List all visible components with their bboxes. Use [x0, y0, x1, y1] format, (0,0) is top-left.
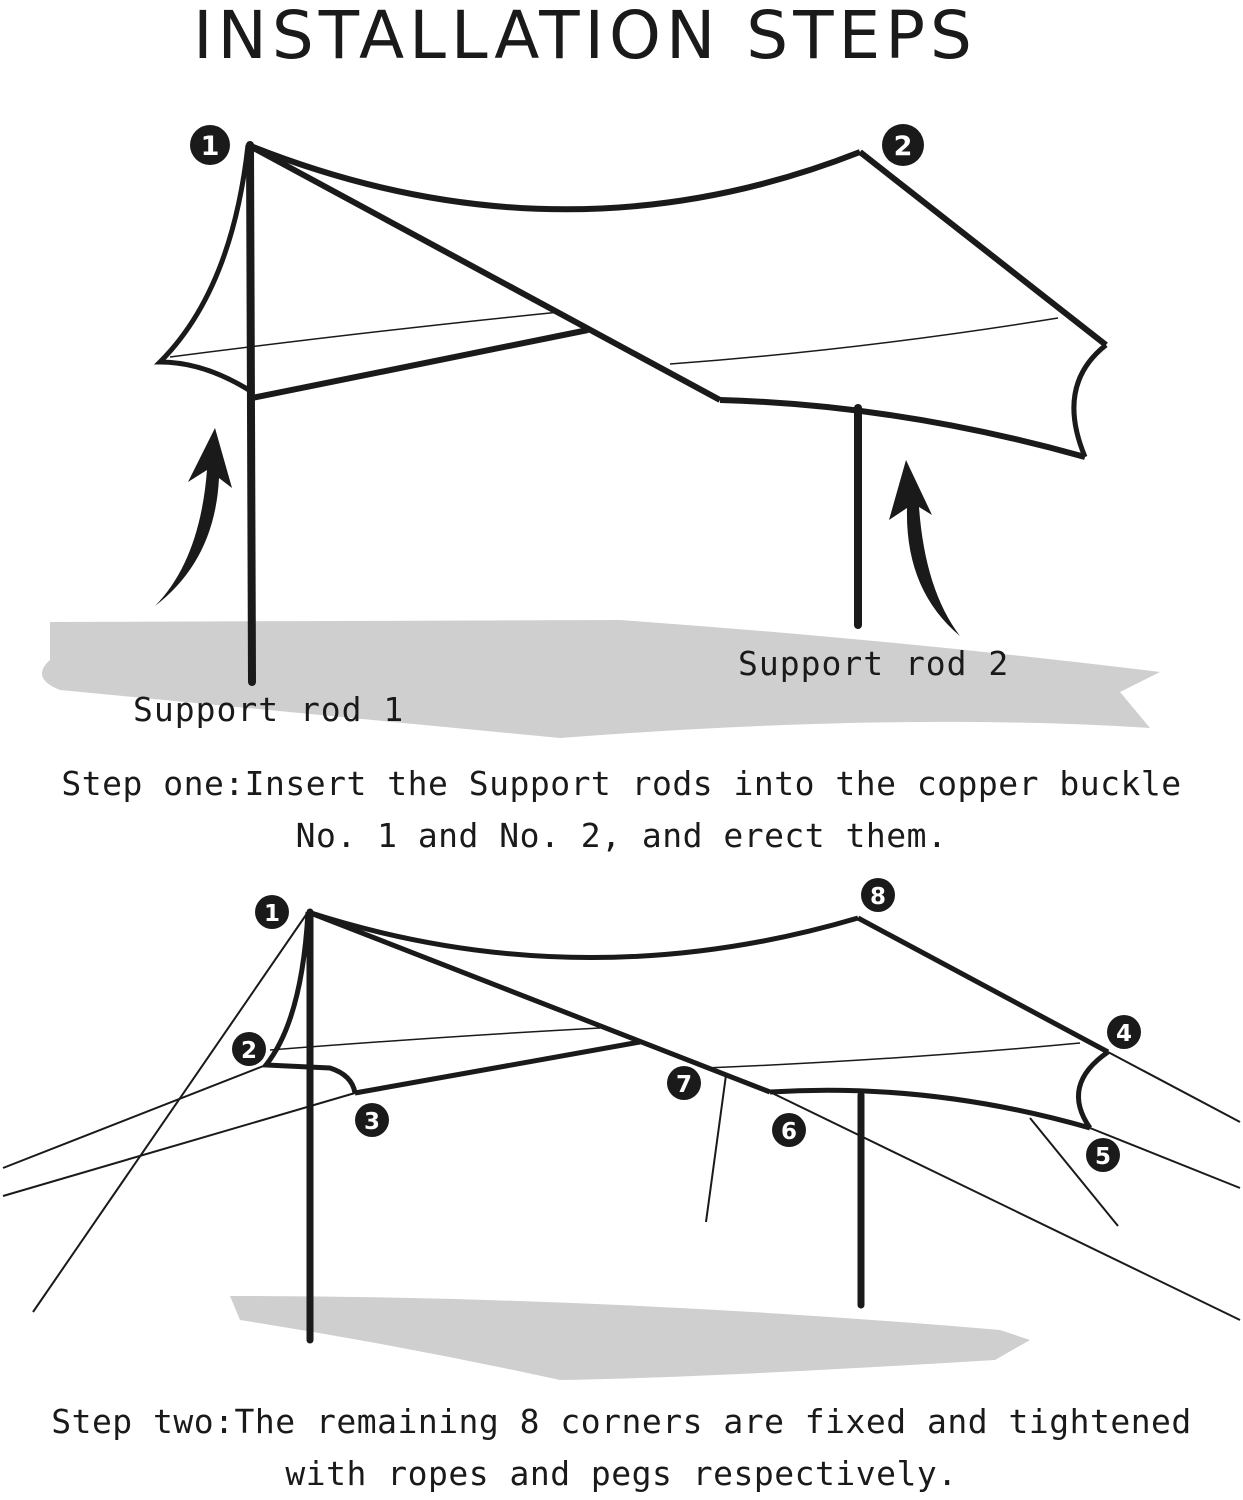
tarp-inner-line: [269, 1027, 601, 1051]
tarp-bottom-left: [354, 1039, 641, 1096]
tarp-top-edge: [246, 142, 862, 213]
step-one-diagram: 1 2: [42, 124, 1160, 738]
corner-badge-5: 5: [1086, 1138, 1120, 1172]
guy-rope: [769, 1091, 1241, 1321]
svg-text:6: 6: [781, 1119, 797, 1145]
step-two-caption-line1: Step two:The remaining 8 corners are fix…: [51, 1402, 1192, 1441]
tarp-left-wing: [153, 144, 254, 395]
guy-rope: [705, 1074, 727, 1223]
corner-badge-3: 3: [355, 1103, 389, 1137]
guy-rope: [2, 1092, 356, 1197]
corner-badge-2: 2: [232, 1032, 266, 1066]
tarp-right-edge: [858, 149, 1108, 348]
tarp-bottom-edge: [769, 1087, 1091, 1131]
svg-text:5: 5: [1095, 1144, 1111, 1170]
svg-text:1: 1: [201, 131, 220, 162]
tarp-right-wing: [1075, 1049, 1110, 1130]
tarp-inner-line: [704, 1042, 1081, 1069]
corner-badge-1: 1: [190, 125, 230, 165]
tarp-ridge-front: [307, 909, 771, 1095]
guy-rope: [32, 911, 309, 1313]
svg-text:3: 3: [364, 1109, 380, 1135]
tarp-right-wing: [1071, 343, 1108, 458]
tarp-inner-line: [169, 311, 561, 358]
svg-text:2: 2: [241, 1038, 257, 1064]
guy-rope: [1089, 1127, 1241, 1189]
svg-text:1: 1: [264, 901, 280, 927]
corner-badge-7: 7: [667, 1066, 701, 1100]
page-title: INSTALLATION STEPS: [193, 0, 977, 74]
step-one-caption-line1: Step one:Insert the Support rods into th…: [61, 764, 1182, 803]
corner-badge-4: 4: [1107, 1015, 1141, 1049]
tarp-right-edge: [856, 915, 1110, 1055]
svg-text:4: 4: [1116, 1021, 1132, 1047]
corner-badge-6: 6: [772, 1113, 806, 1147]
step-two-caption-line2: with ropes and pegs respectively.: [285, 1454, 958, 1493]
up-arrow-icon: [155, 428, 232, 606]
tarp-top-edge: [307, 909, 859, 960]
corner-badge-1: 1: [255, 895, 289, 929]
guy-rope: [1107, 1051, 1241, 1123]
ground-shadow: [42, 620, 1160, 738]
ground-shadow: [230, 1296, 1030, 1380]
tarp-ridge-front: [246, 142, 722, 403]
svg-text:8: 8: [870, 884, 886, 910]
corner-badge-8: 8: [861, 878, 895, 912]
support-rod-1: [246, 141, 256, 686]
tarp-bottom-edge: [719, 397, 1086, 460]
tarp-left-wing: [260, 911, 358, 1094]
svg-text:2: 2: [894, 131, 913, 162]
guy-rope: [1029, 1117, 1119, 1227]
svg-text:7: 7: [676, 1072, 692, 1098]
guy-rope: [2, 1064, 267, 1169]
up-arrow-icon: [889, 460, 960, 636]
support-rod-2-label: Support rod 2: [738, 644, 1010, 683]
support-rod-1-label: Support rod 1: [133, 690, 405, 729]
tarp-bottom-left: [251, 327, 589, 401]
corner-badge-2: 2: [882, 124, 924, 166]
step-one-caption-line2: No. 1 and No. 2, and erect them.: [295, 816, 948, 855]
tarp-inner-line: [669, 317, 1059, 365]
